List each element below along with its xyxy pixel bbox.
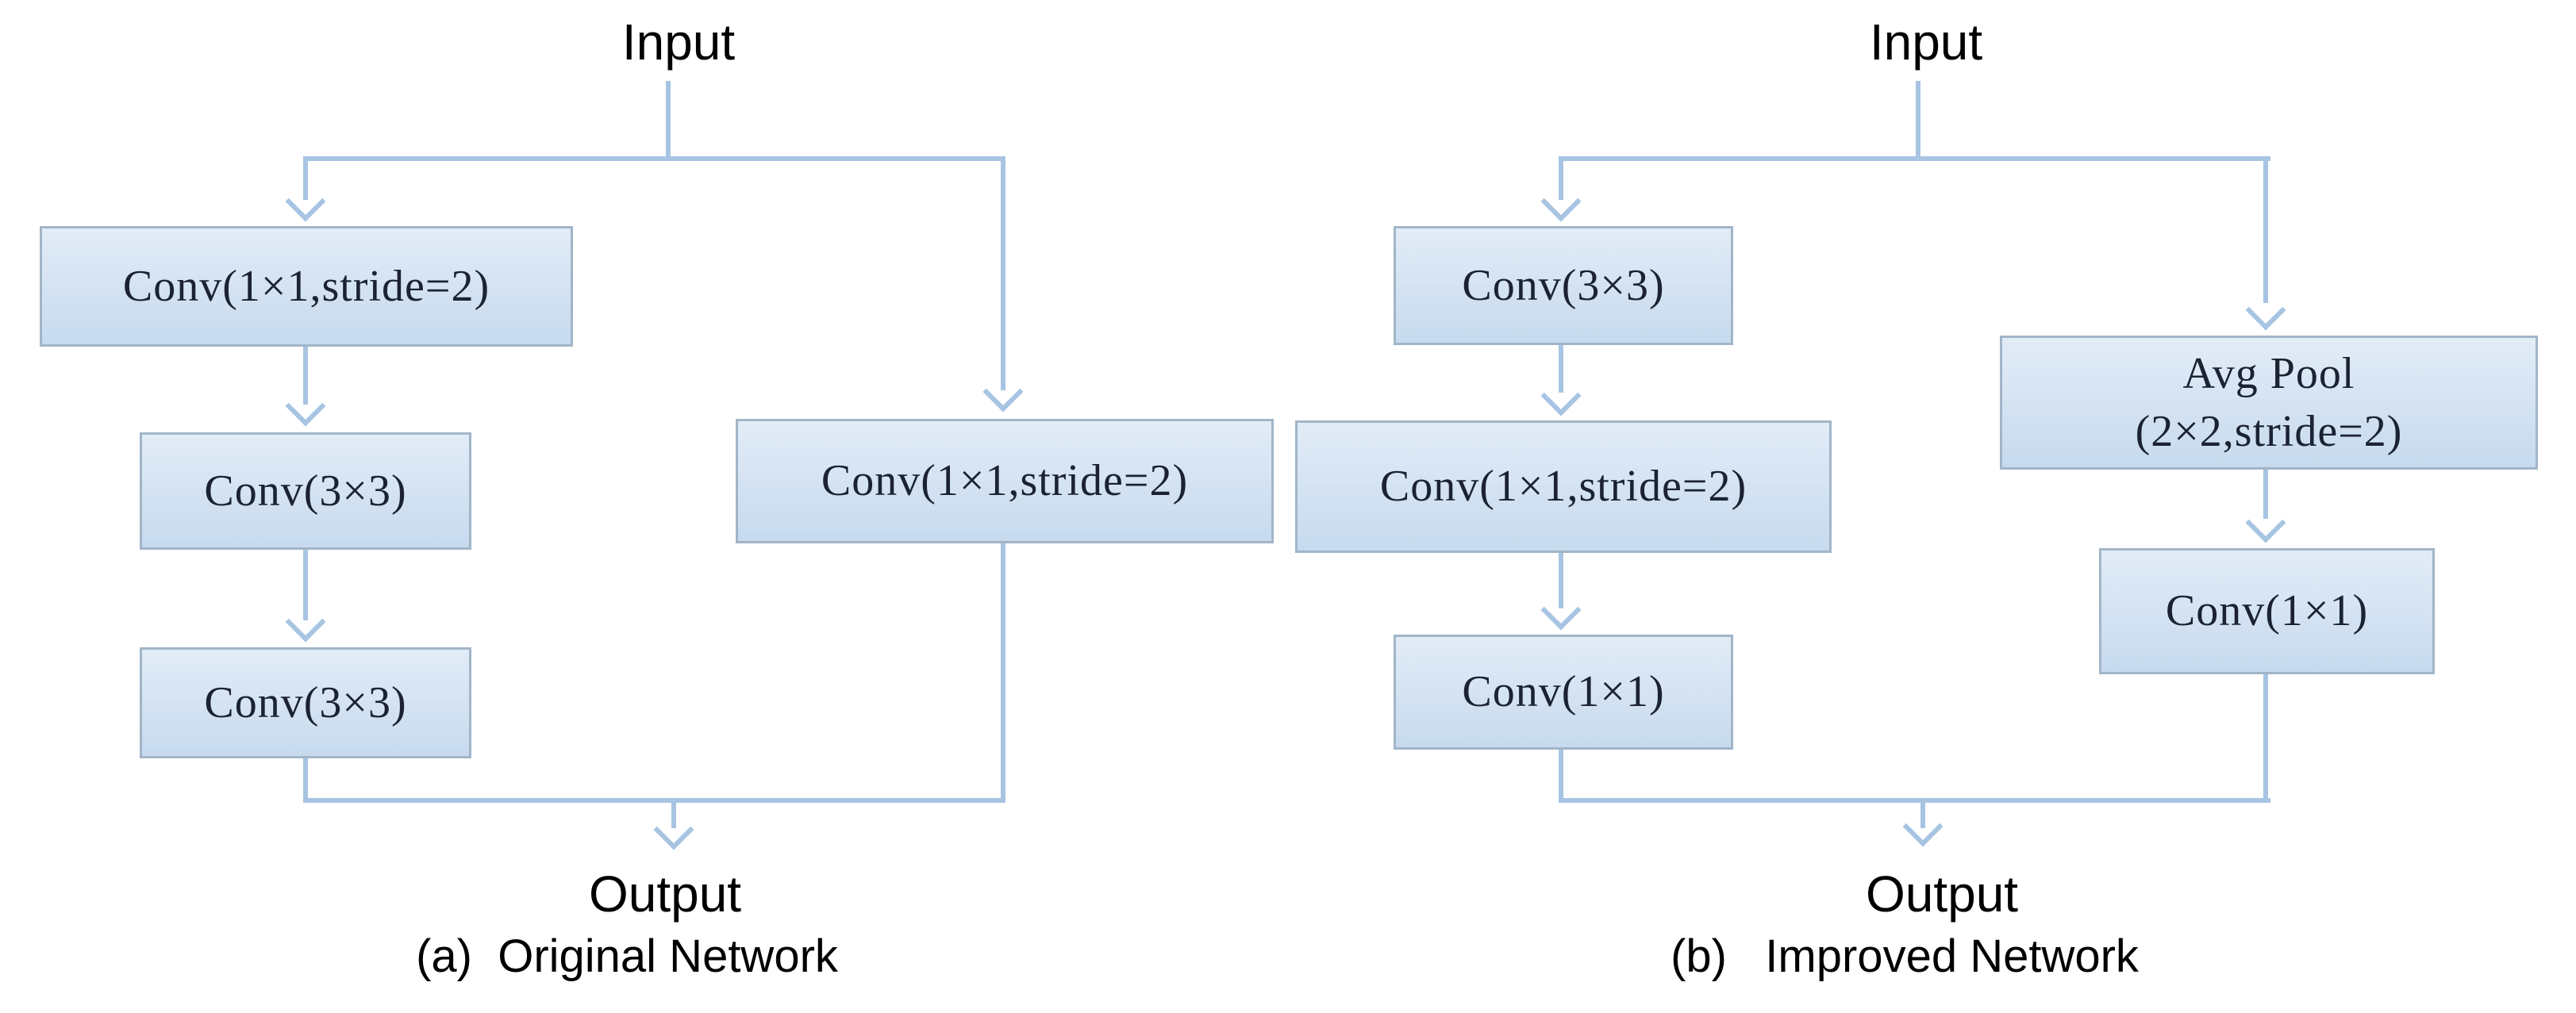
caption-b: (b) Improved Network xyxy=(1671,931,2139,982)
arrowhead-icon xyxy=(653,809,694,850)
avg-pool-label-line2: (2×2,stride=2) xyxy=(2135,406,2403,456)
avg-pool-label-line1: Avg Pool xyxy=(2182,348,2355,398)
connector-line xyxy=(671,798,676,828)
conv-box-a3: Conv(3×3) xyxy=(140,647,471,758)
arrowhead-icon xyxy=(1540,375,1582,416)
conv-box-label: Conv(3×3) xyxy=(204,466,407,516)
connector-line xyxy=(1559,750,1563,803)
arrowhead-icon xyxy=(2245,502,2286,543)
shortcut-conv-box-b: Conv(1×1) xyxy=(2099,548,2435,674)
shortcut-conv-box-a: Conv(1×1,stride=2) xyxy=(736,419,1274,543)
connector-line xyxy=(2263,156,2268,303)
conv-box-a1: Conv(1×1,stride=2) xyxy=(40,226,573,347)
arrowhead-icon xyxy=(2245,290,2286,331)
arrowhead-icon xyxy=(285,601,326,643)
input-label-a: Input xyxy=(621,13,736,71)
arrowhead-icon xyxy=(1902,806,1944,847)
connector-line xyxy=(303,550,308,620)
conv-box-label: Conv(1×1) xyxy=(1462,667,1665,717)
connector-line xyxy=(2263,470,2268,519)
conv-box-b2: Conv(1×1,stride=2) xyxy=(1295,420,1832,553)
caption-a: (a) Original Network xyxy=(416,931,838,982)
connector-line xyxy=(1001,156,1005,390)
connector-line xyxy=(1559,156,1563,200)
connector-line xyxy=(303,156,308,200)
connector-line xyxy=(1001,543,1005,803)
conv-box-label: Conv(1×1,stride=2) xyxy=(122,261,490,311)
connector-line xyxy=(2263,674,2268,803)
conv-box-label: Conv(1×1,stride=2) xyxy=(821,456,1189,506)
arrowhead-icon xyxy=(1540,589,1582,631)
connector-line xyxy=(671,798,1005,803)
connector-line xyxy=(666,81,671,159)
avg-pool-box-b: Avg Pool (2×2,stride=2) xyxy=(2000,336,2538,470)
conv-box-b1: Conv(3×3) xyxy=(1394,226,1733,345)
output-label-a: Output xyxy=(588,865,742,923)
connector-line xyxy=(303,347,308,405)
connector-line xyxy=(1559,156,2270,161)
conv-box-label: Conv(1×1,stride=2) xyxy=(1379,462,1747,512)
connector-line xyxy=(303,798,674,803)
arrowhead-icon xyxy=(285,386,326,427)
input-label-b: Input xyxy=(1869,13,1983,71)
conv-box-a2: Conv(3×3) xyxy=(140,432,471,550)
connector-line xyxy=(1559,345,1563,393)
connector-line xyxy=(1559,553,1563,608)
arrowhead-icon xyxy=(982,371,1024,412)
connector-line xyxy=(1920,798,2270,803)
conv-box-label: Conv(3×3) xyxy=(204,677,407,727)
connector-line xyxy=(1920,798,1925,828)
connector-line xyxy=(303,156,1005,161)
conv-box-b3: Conv(1×1) xyxy=(1394,635,1733,750)
connector-line xyxy=(1916,81,1920,159)
conv-box-label: Conv(1×1) xyxy=(2165,586,2369,636)
output-label-b: Output xyxy=(1865,865,2019,923)
connector-line xyxy=(303,758,308,803)
arrowhead-icon xyxy=(285,181,326,222)
conv-box-label: Conv(3×3) xyxy=(1462,260,1665,310)
arrowhead-icon xyxy=(1540,181,1582,222)
connector-line xyxy=(1559,798,1925,803)
